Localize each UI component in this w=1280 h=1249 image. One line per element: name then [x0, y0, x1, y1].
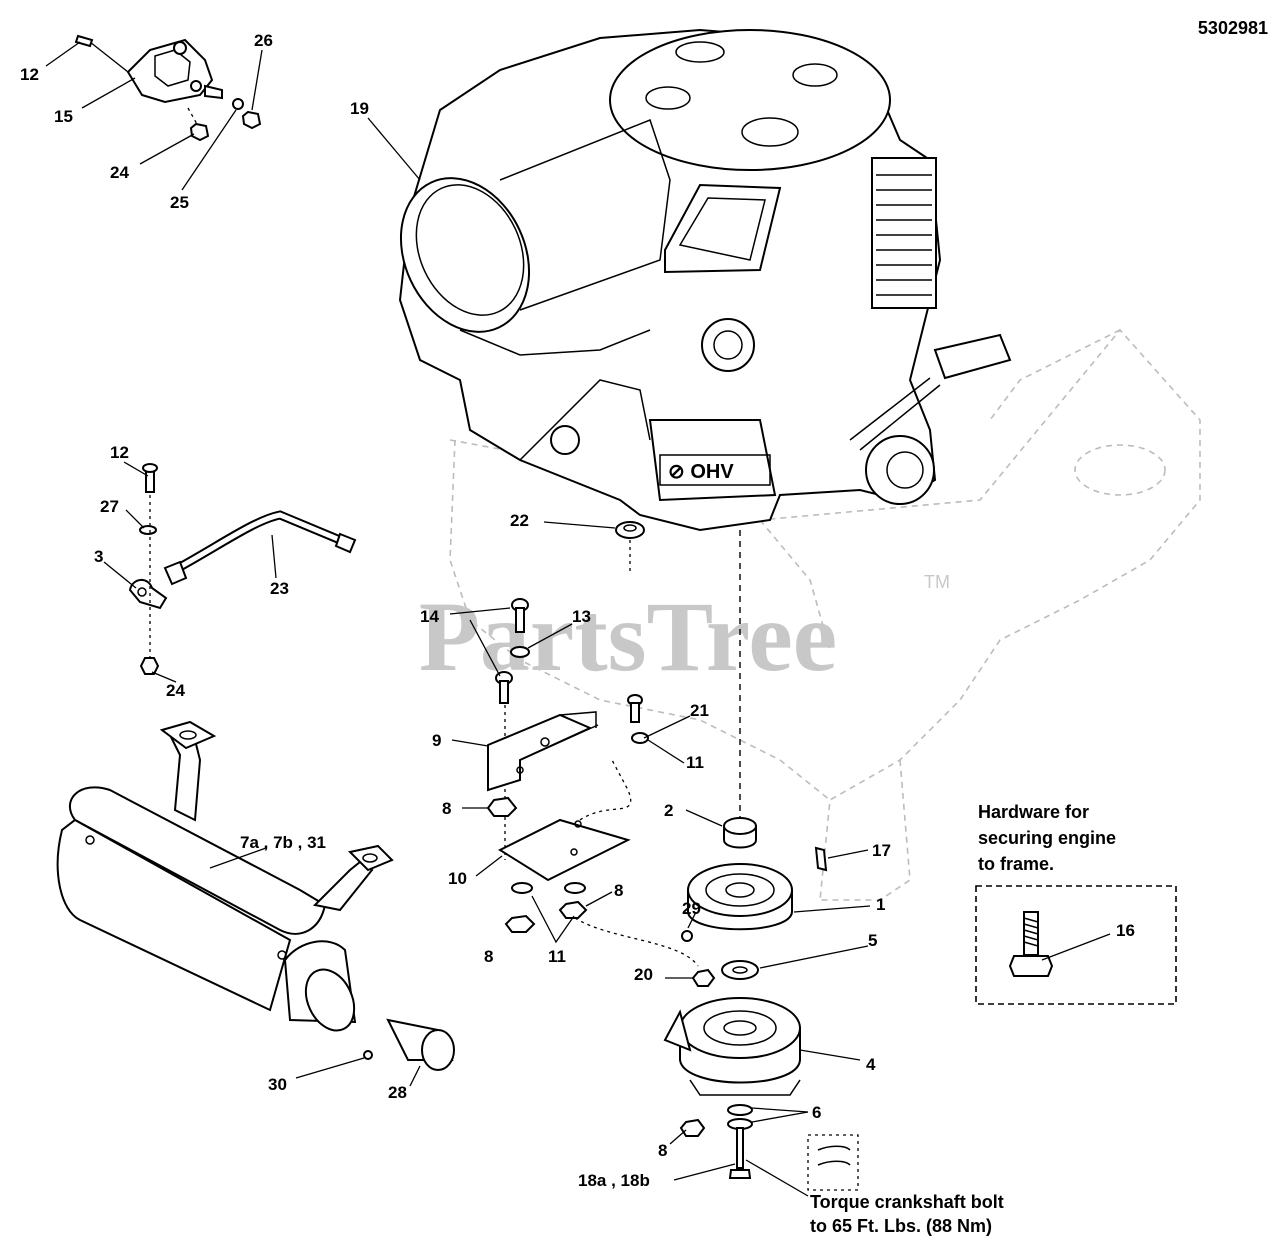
callout-9: 9 [432, 731, 441, 750]
callout-20: 20 [634, 965, 653, 984]
callout-11: 11 [548, 947, 566, 966]
callout-6: 6 [812, 1103, 821, 1122]
fuel-valve-assembly-part [74, 34, 262, 142]
callout-21: 21 [690, 701, 709, 720]
callout-23: 23 [270, 579, 289, 598]
torque-note-line2: to 65 Ft. Lbs. (88 Nm) [810, 1216, 992, 1236]
callout-25: 25 [170, 193, 189, 212]
hardware-note-line2: securing engine [978, 828, 1116, 848]
muffler-part [56, 720, 455, 1071]
callout-26: 26 [254, 31, 273, 50]
callout-24: 24 [166, 681, 185, 700]
callout-29: 29 [682, 899, 701, 918]
callout-28: 28 [388, 1083, 407, 1102]
callout-8: 8 [658, 1141, 667, 1160]
diagram-id: 5302981 [1198, 18, 1268, 38]
mounting-bracket-hardware [486, 598, 699, 967]
callout-22: 22 [510, 511, 529, 530]
callout-18a-18b: 18a , 18b [578, 1171, 650, 1190]
callout-11: 11 [686, 753, 704, 772]
callout-30: 30 [268, 1075, 287, 1094]
tractor-frame-outline [449, 328, 1201, 901]
callout-17: 17 [872, 841, 891, 860]
watermark: PartsTree [419, 581, 837, 692]
callout-3: 3 [94, 547, 103, 566]
washer-22-part [615, 521, 645, 575]
watermark-tm: TM [924, 572, 950, 592]
callout-8: 8 [442, 799, 451, 818]
hardware-box [975, 885, 1177, 1005]
callout-leaders [45, 41, 1111, 1197]
callout-13: 13 [572, 607, 591, 626]
callout-10: 10 [448, 869, 467, 888]
callout-5: 5 [868, 931, 877, 950]
callout-7a-7b-31: 7a , 7b , 31 [240, 833, 326, 852]
callout-2: 2 [664, 801, 673, 820]
callout-15: 15 [54, 107, 73, 126]
clutch-pulley-stack [663, 817, 859, 1191]
fuel-line-part [128, 463, 357, 675]
callout-labels: 12 15 26 24 25 19 12 27 3 23 24 22 14 13… [20, 31, 1135, 1190]
hardware-note-line1: Hardware for [978, 802, 1089, 822]
callout-8: 8 [484, 947, 493, 966]
callout-12: 12 [110, 443, 129, 462]
callout-27: 27 [100, 497, 119, 516]
svg-text:⊘ OHV: ⊘ OHV [668, 461, 734, 483]
hardware-note-line3: to frame. [978, 854, 1054, 874]
callout-12: 12 [20, 65, 39, 84]
callout-16: 16 [1116, 921, 1135, 940]
callout-4: 4 [866, 1055, 876, 1074]
callout-19: 19 [350, 99, 369, 118]
torque-note-line1: Torque crankshaft bolt [810, 1192, 1004, 1212]
callout-14: 14 [420, 607, 439, 626]
callout-8: 8 [614, 881, 623, 900]
engine-part: ⊘ OHV [398, 28, 1012, 532]
callout-24: 24 [110, 163, 129, 182]
callout-1: 1 [876, 895, 885, 914]
